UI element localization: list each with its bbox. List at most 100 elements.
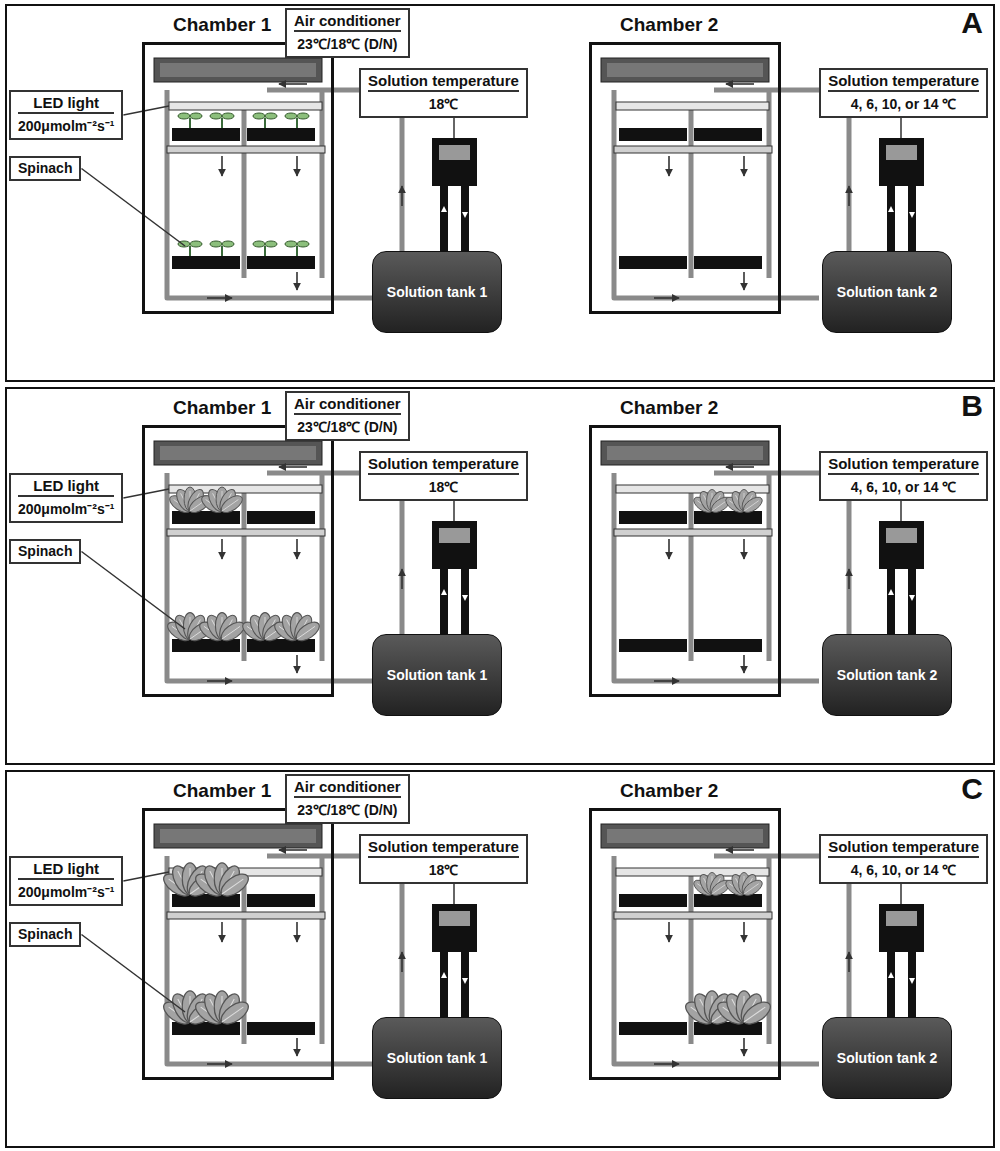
illustration-part <box>296 246 298 256</box>
illustration-part <box>654 297 679 299</box>
solution-tank: Solution tank 1 <box>372 634 502 716</box>
illustration-part <box>439 528 470 543</box>
callout-heading: LED light <box>18 94 114 114</box>
illustration-part <box>723 489 765 515</box>
illustration-part <box>221 246 223 256</box>
illustration-part <box>320 856 325 1044</box>
solution-tank: Solution tank 1 <box>372 251 502 333</box>
illustration-part <box>743 539 745 559</box>
illustration-part <box>81 824 924 1064</box>
illustration-part <box>744 1007 765 1022</box>
illustration-part <box>607 829 763 843</box>
illustration-part <box>222 1007 243 1022</box>
illustration-part <box>714 991 774 1029</box>
illustration-part <box>432 138 477 186</box>
figure-panel: AChamber 1Air conditioner23℃/18℃ (D/N)So… <box>5 4 995 382</box>
illustration-part <box>668 539 670 559</box>
illustration-part <box>285 241 297 247</box>
illustration-part <box>743 156 745 176</box>
illustration-part <box>279 466 307 468</box>
illustration-part <box>601 441 769 465</box>
illustration-part <box>247 639 315 652</box>
callout-value: Spinach <box>18 160 72 176</box>
illustration-part <box>222 626 240 639</box>
illustration-part <box>432 521 477 569</box>
illustration-part <box>169 102 322 110</box>
illustration-part <box>614 90 819 298</box>
illustration-part <box>668 156 670 176</box>
illustration-part <box>440 569 448 641</box>
illustration-part <box>247 128 315 141</box>
illustration-part <box>190 241 202 247</box>
illustration-part <box>767 473 772 661</box>
callout-heading: Solution temperature <box>368 72 519 92</box>
chamber-title: Chamber 1 <box>173 397 271 419</box>
illustration-part <box>607 63 763 77</box>
illustration-part <box>879 521 924 569</box>
illustration-part <box>453 118 455 138</box>
callout-box: Solution temperature4, 6, 10, or 14 ℃ <box>819 834 988 884</box>
callout-heading: LED light <box>18 860 114 880</box>
illustration-part <box>462 212 468 218</box>
callout-box: LED light200μmolm⁻²s⁻¹ <box>9 473 123 523</box>
illustration-part <box>264 246 266 256</box>
callout-heading: Air conditioner <box>294 778 401 798</box>
illustration-part <box>279 83 307 85</box>
callout-value: 18℃ <box>368 860 519 879</box>
illustration-part <box>619 128 687 141</box>
illustration-part <box>900 118 902 138</box>
illustration-part <box>619 1022 687 1035</box>
chamber-title: Chamber 2 <box>620 14 718 36</box>
illustration-part <box>743 922 745 942</box>
illustration-part <box>453 884 455 904</box>
illustration-part <box>441 972 447 978</box>
illustration-part <box>253 241 265 247</box>
callout-heading: Solution temperature <box>368 838 519 858</box>
illustration-part <box>265 113 277 119</box>
callout-value: 18℃ <box>368 94 519 113</box>
illustration-part <box>461 952 469 1024</box>
illustration-part <box>601 824 769 848</box>
solution-tank: Solution tank 2 <box>822 251 952 333</box>
illustration-part <box>439 145 470 160</box>
callout-value: 23℃/18℃ (D/N) <box>294 34 401 53</box>
illustration-part <box>296 539 298 559</box>
illustration-part <box>900 884 902 904</box>
illustration-part <box>160 829 316 843</box>
illustration-part <box>199 487 245 516</box>
illustration-part <box>192 991 252 1029</box>
illustration-part <box>767 90 772 278</box>
illustration-part <box>154 441 322 465</box>
illustration-part <box>726 466 754 468</box>
tank-label: Solution tank 1 <box>387 667 487 683</box>
illustration-part <box>172 256 240 269</box>
callout-heading: Solution temperature <box>828 72 979 92</box>
tank-label: Solution tank 2 <box>837 284 937 300</box>
chamber-title: Chamber 2 <box>620 780 718 802</box>
illustration-part <box>296 272 298 290</box>
illustration-part <box>887 952 895 1024</box>
illustration-part <box>909 212 915 218</box>
illustration-part <box>172 639 240 652</box>
growth-chamber: Chamber 1 <box>142 808 334 1080</box>
illustration-part <box>320 473 325 661</box>
illustration-part <box>247 511 315 524</box>
illustration-part <box>207 297 232 299</box>
illustration-part <box>222 241 234 247</box>
panel-letter: B <box>961 389 983 423</box>
illustration-part <box>908 952 916 1024</box>
illustration-part <box>888 972 894 978</box>
illustration-part <box>654 680 679 682</box>
illustration-part <box>712 884 727 894</box>
illustration-part <box>222 500 238 511</box>
illustration-part <box>909 978 915 984</box>
illustration-part <box>694 894 762 907</box>
illustration-part <box>694 128 762 141</box>
illustration-part <box>242 110 247 278</box>
illustration-part <box>886 528 917 543</box>
illustration-part <box>210 241 222 247</box>
callout-box: Solution temperature 18℃ <box>359 68 528 118</box>
illustration-part <box>740 998 775 1029</box>
illustration-part <box>189 246 191 256</box>
